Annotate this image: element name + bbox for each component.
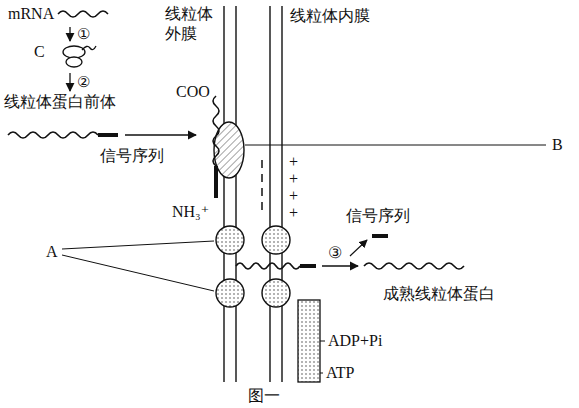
outer-membrane-line — [223, 6, 224, 382]
membrane-name: 线粒体外膜 — [165, 4, 217, 44]
nascent-chain — [82, 46, 96, 50]
mrna-node: mRNA — [8, 4, 112, 26]
signal-sequence — [98, 133, 118, 137]
charge-ticks — [261, 160, 263, 210]
ribosome-subunit — [66, 57, 82, 67]
precursor-chain — [8, 132, 98, 138]
translocase-a — [216, 226, 290, 307]
leader-line — [245, 145, 546, 146]
ribosome-subunit — [63, 46, 85, 58]
precursor-chain — [213, 96, 219, 166]
inner-membrane-line — [281, 6, 282, 382]
step-arrow — [322, 265, 358, 266]
terminus-label: COO — [176, 82, 210, 102]
ribosome-node: C — [34, 42, 106, 72]
molecule-name: ADP+Pi — [328, 331, 382, 351]
precursor-chain — [236, 263, 300, 269]
callout-letter: A — [46, 242, 58, 262]
step-number: ③ — [328, 243, 342, 263]
charge-sign: + — [289, 203, 298, 223]
mrna-strand — [58, 11, 108, 17]
charge-sign: + — [289, 169, 298, 189]
charge-sign: + — [289, 152, 298, 172]
leader-line — [320, 341, 325, 342]
step-number: ① — [76, 25, 91, 43]
figure-caption: 图一 — [248, 386, 280, 406]
part-name: 信号序列 — [100, 146, 164, 166]
atpase — [298, 300, 320, 382]
signal-sequence — [300, 264, 316, 268]
leader-line — [62, 241, 214, 249]
outer-membrane-line — [235, 6, 236, 382]
step-number: ② — [76, 73, 91, 91]
cleave-arrow — [350, 240, 367, 256]
part-name: 成熟线粒体蛋白 — [383, 284, 495, 304]
ribosome-art — [34, 42, 106, 72]
node-text: C — [34, 42, 45, 62]
cleaved-signal — [372, 234, 388, 238]
step-arrow — [69, 27, 70, 41]
leader-line — [320, 373, 323, 374]
molecule-name: ATP — [326, 363, 354, 383]
membrane-name: 线粒体内膜 — [290, 6, 370, 26]
import-arrow — [125, 134, 196, 135]
inner-membrane-line — [269, 6, 270, 382]
callout-letter: B — [552, 135, 563, 155]
leader-line — [62, 255, 214, 291]
mature-protein-chain — [364, 263, 464, 269]
step-arrow — [69, 73, 70, 91]
node-text: mRNA — [8, 4, 54, 24]
precursor-node: 线粒体蛋白前体 — [4, 92, 120, 114]
terminus-label: NH₃⁺ — [172, 202, 209, 222]
node-text: 线粒体蛋白前体 — [4, 92, 116, 112]
part-name: 信号序列 — [346, 206, 410, 226]
signal-sequence — [214, 166, 218, 198]
charge-sign: + — [289, 186, 298, 206]
